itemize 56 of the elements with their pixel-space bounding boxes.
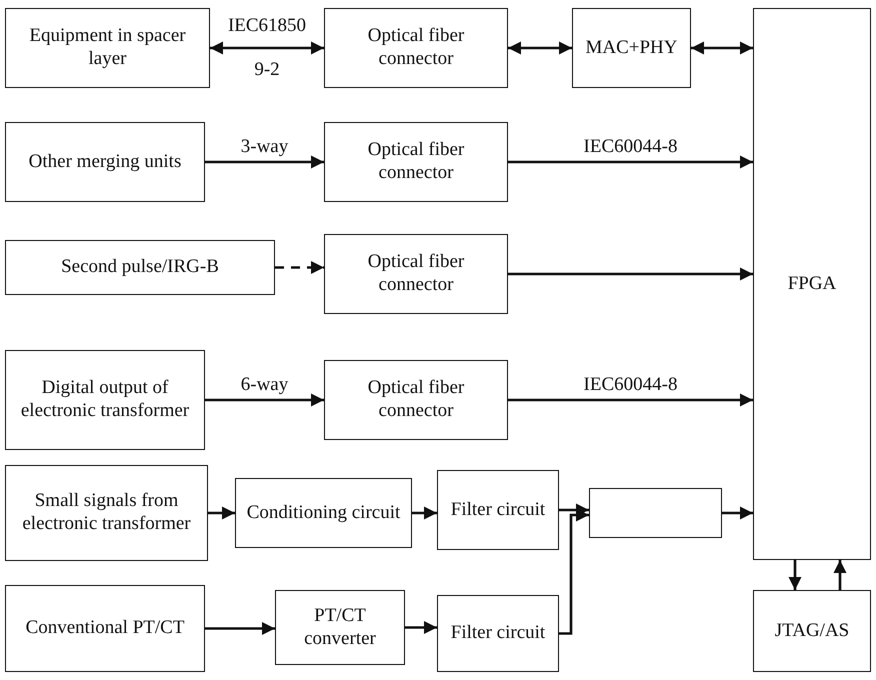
- edge-label: IEC60044-8: [584, 374, 678, 396]
- empty-box: [589, 488, 722, 538]
- arrow: [210, 42, 324, 54]
- box-label: Optical fiber connector: [366, 251, 466, 297]
- process-box: [275, 590, 405, 665]
- process-box: [235, 478, 412, 548]
- process-box: [324, 122, 508, 202]
- arrow: [205, 156, 324, 168]
- box-label: Small signals from electronic transformer: [21, 490, 192, 536]
- arrow: [508, 268, 753, 280]
- arrow: [205, 622, 275, 635]
- arrow: [691, 42, 753, 54]
- process-box: [5, 8, 210, 88]
- box-label: Equipment in spacer layer: [28, 25, 187, 71]
- process-box: [5, 122, 205, 202]
- process-box: [753, 8, 871, 560]
- process-box: [324, 8, 508, 88]
- arrow: [412, 506, 437, 520]
- process-box: [437, 470, 559, 550]
- arrow: [205, 394, 324, 406]
- box-label: Other merging units: [28, 150, 182, 174]
- arrow: [722, 506, 753, 520]
- box-label: PT/CT converter: [303, 604, 377, 650]
- arrow: [834, 560, 846, 590]
- process-box: [5, 240, 275, 295]
- box-label: Second pulse/IRG-B: [61, 256, 219, 279]
- process-box: [324, 234, 508, 314]
- edge-label: 3-way: [240, 136, 288, 158]
- box-label: FPGA: [788, 272, 836, 296]
- box-label: Filter circuit: [450, 498, 546, 522]
- box-label: Conventional PT/CT: [26, 617, 184, 640]
- process-box: [5, 585, 205, 672]
- process-box: [572, 8, 691, 88]
- arrow: [208, 506, 235, 520]
- arrow: [508, 42, 572, 54]
- process-box: [5, 350, 205, 450]
- box-label: MAC+PHY: [585, 36, 678, 60]
- arrow: [508, 156, 753, 168]
- arrow: [405, 621, 437, 634]
- arrow: [508, 394, 753, 406]
- process-box: [437, 595, 559, 672]
- process-box: [753, 590, 871, 672]
- edge-label: IEC61850 9-2: [226, 14, 308, 82]
- edge-label: 6-way: [240, 374, 288, 396]
- box-label: Conditioning circuit: [246, 502, 400, 524]
- box-label: Optical fiber connector: [366, 139, 466, 185]
- edge-label: IEC60044-8: [584, 136, 678, 158]
- process-box: [5, 465, 208, 561]
- box-label: Filter circuit: [450, 622, 546, 645]
- box-label: Digital output of electronic transformer: [20, 377, 190, 423]
- arrow: [788, 560, 802, 590]
- process-box: [324, 360, 508, 440]
- arrow: [275, 261, 324, 274]
- box-label: JTAG/AS: [774, 620, 850, 642]
- box-label: Optical fiber connector: [366, 25, 466, 71]
- box-label: Optical fiber connector: [366, 377, 466, 423]
